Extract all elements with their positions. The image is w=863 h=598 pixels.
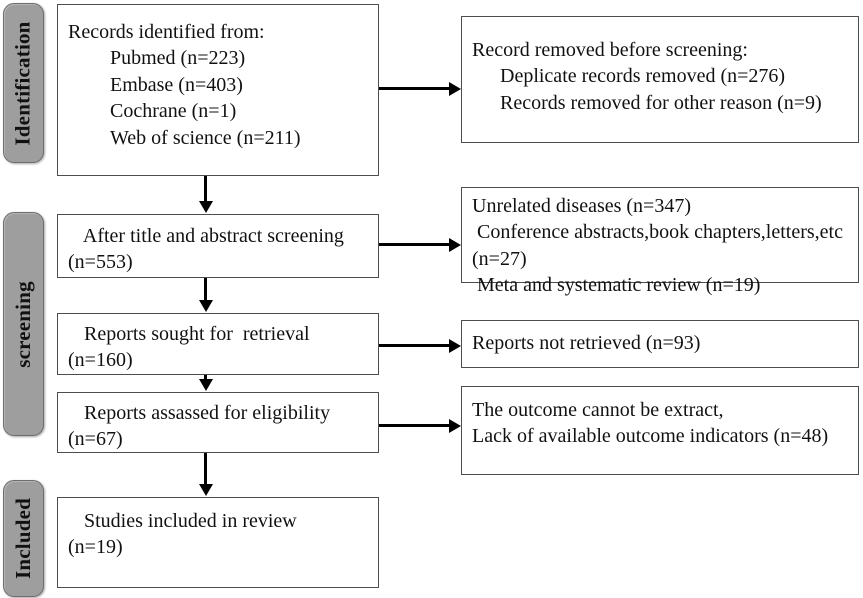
- box-after-title-abstract: After title and abstract screening (n=55…: [57, 214, 379, 278]
- box-records-removed: Record removed before screening: Deplica…: [461, 16, 859, 143]
- box-line: (n=553): [68, 251, 133, 274]
- box-line: (n=67): [68, 428, 123, 451]
- stage-pill-included: Included: [3, 480, 44, 597]
- connector-identified-to-removed: [379, 87, 451, 90]
- connector-sought-to-assessed: [204, 375, 207, 382]
- box-line: Meta and systematic review (n=19): [472, 274, 761, 297]
- connector-screening-to-exclusions: [379, 243, 451, 246]
- box-line: Record removed before screening:: [472, 39, 748, 61]
- arrow-down-icon: [198, 201, 213, 213]
- connector-identified-to-screening: [204, 176, 207, 203]
- box-line: (n=27): [472, 247, 527, 270]
- arrow-right-icon: [449, 237, 461, 252]
- box-line: Unrelated diseases (n=347): [472, 195, 691, 217]
- connector-assessed-to-included: [204, 453, 207, 487]
- arrow-right-icon: [449, 81, 461, 96]
- stage-label-included: Included: [11, 498, 35, 579]
- stage-pill-screening: screening: [3, 212, 44, 436]
- box-line: Embase (n=403): [110, 73, 243, 96]
- box-eligibility-exclusions: The outcome cannot be extract, Lack of a…: [461, 386, 859, 475]
- box-line: Web of science (n=211): [110, 126, 301, 149]
- box-line: Cochrane (n=1): [110, 100, 237, 123]
- box-line: Reports not retrieved (n=93): [472, 332, 701, 354]
- box-line: Lack of available outcome indicators (n=…: [472, 425, 829, 448]
- box-line: Pubmed (n=223): [110, 47, 246, 70]
- box-line: Studies included in review: [79, 510, 297, 532]
- box-line: Records identified from:: [68, 21, 265, 43]
- box-line: Reports sought for retrieval: [79, 323, 310, 345]
- box-line: (n=160): [68, 349, 133, 372]
- box-line: Reports assassed for eligibility: [79, 402, 331, 424]
- arrow-right-icon: [449, 338, 461, 353]
- box-line: After title and abstract screening: [79, 225, 344, 247]
- box-line: The outcome cannot be extract,: [472, 399, 724, 421]
- box-line: (n=19): [68, 536, 123, 559]
- box-line: Deplicate records removed (n=276): [500, 65, 786, 88]
- stage-label-screening: screening: [11, 280, 36, 368]
- arrow-down-icon: [198, 484, 213, 496]
- connector-sought-to-not-retrieved: [379, 344, 451, 347]
- box-reports-assessed: Reports assassed for eligibility (n=67): [57, 392, 379, 453]
- box-reports-sought: Reports sought for retrieval (n=160): [57, 313, 379, 375]
- connector-screening-to-sought: [204, 278, 207, 302]
- connector-assessed-to-eligibility-exclusions: [379, 424, 451, 427]
- box-records-identified: Records identified from: Pubmed (n=223) …: [57, 4, 379, 176]
- box-line: Conference abstracts,book chapters,lette…: [472, 221, 843, 244]
- stage-label-identification: Identification: [11, 20, 36, 146]
- stage-pill-identification: Identification: [3, 3, 44, 163]
- box-screening-exclusions: Unrelated diseases (n=347) Conference ab…: [461, 187, 859, 296]
- arrow-down-icon: [198, 300, 213, 312]
- arrow-down-icon: [198, 379, 213, 391]
- box-reports-not-retrieved: Reports not retrieved (n=93): [461, 320, 859, 368]
- box-studies-included: Studies included in review (n=19): [57, 497, 379, 588]
- arrow-right-icon: [449, 418, 461, 433]
- box-line: Records removed for other reason (n=9): [500, 91, 822, 114]
